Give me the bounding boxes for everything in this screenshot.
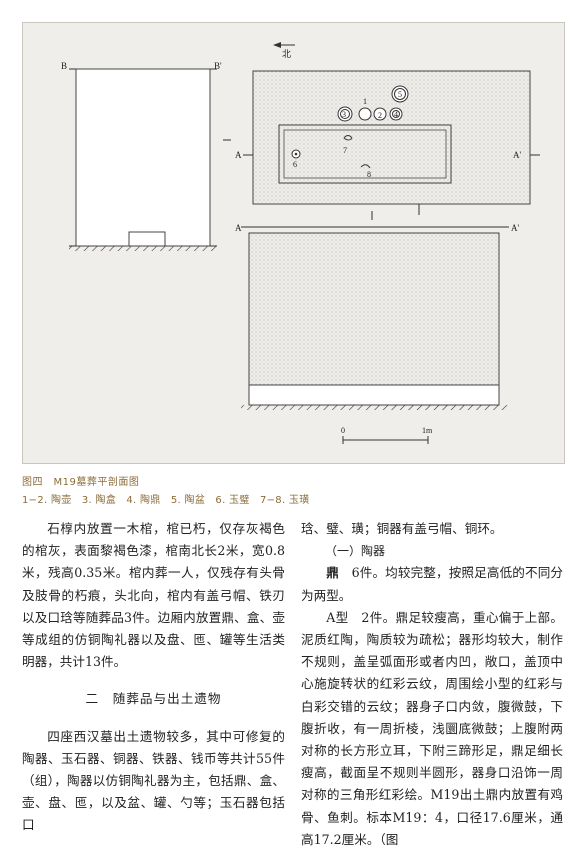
label-b: B	[61, 61, 67, 71]
term-ding: 鼎	[326, 565, 339, 581]
section-b-b: B B'	[61, 61, 222, 251]
paragraph: 鼎 6件。均较完整，按照足高低的不同分为两型。	[301, 562, 563, 606]
section-heading: 二 随葬品与出土遗物	[85, 691, 222, 707]
artifact-2-label: 2	[378, 111, 382, 120]
paragraph: A型 2件。鼎足较瘦高，重心偏于上部。泥质红陶，陶质较为疏松；器形均较大，制作不…	[301, 609, 563, 847]
paragraph: 四座西汉墓出土遗物较多，其中可修复的陶器、玉石器、铜器、铁器、钱币等共计55件（…	[22, 728, 285, 833]
section-a-a: A A'	[235, 211, 519, 410]
artifact-4-label: 4	[394, 110, 398, 119]
artifact-7-label: 7	[343, 146, 347, 155]
artifact-1-label: 1	[363, 97, 367, 106]
label-a: A	[235, 150, 242, 160]
figure-caption-items: 1−2. 陶壶 3. 陶盒 4. 陶鼎 5. 陶盆 6. 玉璧 7−8. 玉璜	[22, 495, 310, 506]
tomb-drawing: B B' 北 A A'	[61, 42, 540, 444]
label-a-prime: A'	[513, 150, 521, 160]
paragraph: 石椁内放置一木棺，棺已朽，仅存灰褐色的棺灰，表面黎褐色漆，棺南北长2米，宽0.8…	[22, 521, 285, 670]
sub-heading: （一）陶器	[325, 544, 386, 559]
north-arrow: 北	[273, 42, 295, 59]
north-label: 北	[282, 49, 291, 59]
left-column: 石椁内放置一木棺，棺已朽，仅存灰褐色的棺灰，表面黎褐色漆，棺南北长2米，宽0.8…	[22, 518, 285, 837]
paragraph: 琀、璧、璜；铜器有盖弓帽、铜环。	[301, 521, 503, 536]
figure-plan-section: B B' 北 A A'	[22, 22, 565, 464]
right-column: 琀、璧、璜；铜器有盖弓帽、铜环。 （一）陶器 鼎 6件。均较完整，按照足高低的不…	[301, 518, 563, 851]
scale-zero: 0	[341, 426, 345, 435]
label-b-prime: B'	[214, 61, 222, 71]
scale-bar: 0 1m	[341, 426, 433, 444]
artifact-5-label: 5	[398, 90, 402, 99]
label-a2-prime: A'	[511, 223, 519, 233]
plan-view: A A' 1 2 3 4 5 6 7 8	[223, 70, 540, 215]
paragraph-text: 6件。均较完整，按照足高低的不同分为两型。	[301, 565, 564, 603]
label-a2: A	[235, 223, 242, 233]
artifact-8-label: 8	[367, 170, 371, 179]
artifact-6-label: 6	[293, 160, 297, 169]
scale-one: 1m	[422, 426, 433, 435]
artifact-3-label: 3	[342, 110, 346, 119]
figure-caption-title: 图四 M19墓葬平剖面图	[22, 477, 140, 488]
